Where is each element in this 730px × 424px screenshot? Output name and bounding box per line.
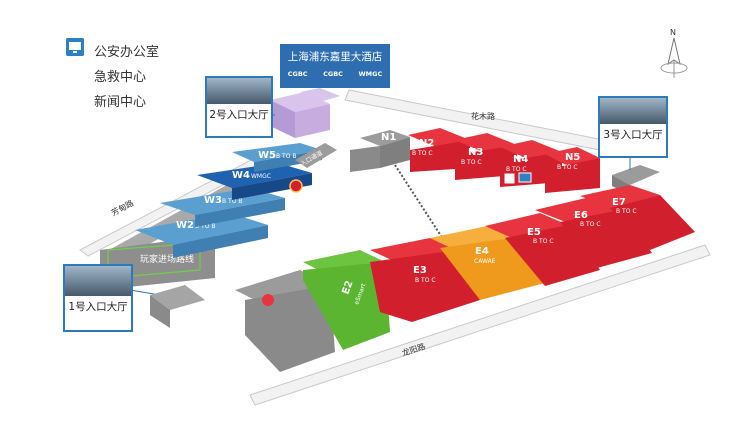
- hall-n3-sub: B TO C: [461, 159, 482, 166]
- police-badge-icon: [289, 179, 303, 193]
- hall-e7-name: E7: [612, 197, 626, 208]
- hall-w2-name: W2: [176, 220, 194, 231]
- hall-n5-sub: B TO C: [557, 164, 578, 171]
- hall-e4-sub: CAWAE: [474, 258, 496, 265]
- hall-w2[interactable]: W2 B TO B: [135, 213, 268, 258]
- entrance-2-photo: [207, 78, 271, 104]
- hotel-name: 上海浦东嘉里大酒店: [287, 51, 383, 63]
- hall-n5[interactable]: N5 B TO C: [545, 147, 600, 193]
- hotel-building: [270, 88, 340, 138]
- road-label-north: 花木路: [471, 111, 495, 121]
- hotel-callout: 上海浦东嘉里大酒店 CGBC CGBC WMGC: [280, 44, 390, 88]
- hall-n1-name: N1: [381, 132, 396, 143]
- hall-w4-name: W4: [232, 170, 250, 181]
- registration-icon: [262, 294, 274, 306]
- skybridge: [394, 164, 446, 243]
- first-aid-cross-icon: [66, 38, 84, 85]
- hall-w3-sub: B TO B: [222, 198, 242, 205]
- hall-n4-sub: B TO C: [506, 166, 527, 173]
- entrance-3-callout: 3号入口大厅: [598, 96, 668, 158]
- hall-n3-name: N3: [468, 147, 483, 158]
- hall-e2-name: E2: [340, 279, 355, 296]
- hall-e3[interactable]: E3 B TO C: [370, 238, 480, 322]
- hall-e3-name: E3: [413, 265, 427, 276]
- entrance-1-callout: 1号入口大厅: [63, 264, 133, 332]
- hotel-logo-2: CGBC: [323, 70, 343, 78]
- hall-e7[interactable]: E7 B TO C: [580, 185, 695, 250]
- entrance-1-building-side: [150, 295, 170, 328]
- hall-w5-name: W5: [258, 150, 276, 161]
- hall-w4[interactable]: W4 WMGC: [197, 163, 312, 200]
- legend: 公安办公室 急救中心 新闻中心: [66, 38, 159, 113]
- first-aid-cross-icon: [503, 172, 516, 185]
- hall-n2-sub: B TO C: [412, 150, 433, 157]
- entrance-2-label: 2号入口大厅: [209, 109, 269, 121]
- entrance-1-photo: [65, 266, 131, 296]
- hall-e4-name: E4: [475, 246, 489, 257]
- hall-e5-name: E5: [527, 227, 541, 238]
- road-label-west: 芳甸路: [109, 198, 135, 218]
- hall-e3-sub: B TO C: [415, 277, 436, 284]
- connector-passage: [295, 143, 337, 168]
- hall-w3-name: W3: [204, 195, 222, 206]
- entrance-3-building: [612, 165, 660, 185]
- legend-label-police: 公安办公室: [94, 45, 160, 60]
- entrance-1-label: 1号入口大厅: [68, 301, 128, 313]
- compass-north-label: N: [670, 28, 676, 37]
- hall-n1[interactable]: N1: [350, 130, 410, 172]
- legend-item-press: 新闻中心: [66, 38, 159, 113]
- entrance-3-label: 3号入口大厅: [603, 129, 663, 141]
- legend-label-press: 新闻中心: [94, 95, 147, 110]
- monitor-icon: [518, 172, 532, 183]
- hall-e6-sub: B TO C: [580, 221, 601, 228]
- hall-e6-name: E6: [574, 210, 588, 221]
- hall-w5-sub: B TO B: [276, 153, 296, 160]
- hall-e7-sub: B TO C: [616, 208, 637, 215]
- hall-e2[interactable]: E2 eSmart: [303, 250, 390, 350]
- hall-n4-name: N4: [513, 154, 528, 165]
- entrance-1-building: [150, 285, 205, 310]
- hotel-logos: CGBC CGBC WMGC: [280, 64, 390, 78]
- hall-n5-name: N5: [565, 152, 580, 163]
- hall-w2-sub: B TO B: [195, 223, 215, 230]
- hall-n2-name: N2: [419, 138, 434, 149]
- compass: N: [659, 26, 689, 82]
- road-south: [249, 244, 711, 406]
- legend-item-first-aid: 急救中心: [66, 38, 159, 88]
- monitor-icon: [66, 38, 84, 110]
- hotel-logo-1: CGBC: [287, 70, 308, 78]
- hotel-logo-3: WMGC: [358, 70, 383, 78]
- hall-e5-sub: B TO C: [533, 238, 554, 245]
- entrance-3-photo: [600, 98, 666, 124]
- entrance-2-callout: 2号入口大厅: [205, 76, 273, 138]
- hall-w4-sub: WMGC: [251, 173, 271, 180]
- legend-label-first-aid: 急救中心: [94, 70, 147, 85]
